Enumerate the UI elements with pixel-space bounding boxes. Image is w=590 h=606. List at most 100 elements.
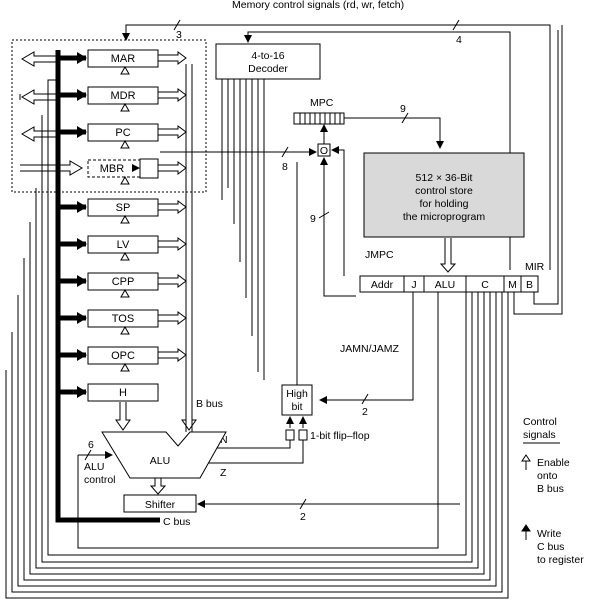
svg-text:MPC: MPC	[310, 97, 334, 109]
register-mdr: MDR	[60, 86, 187, 112]
svg-text:M: M	[508, 279, 517, 291]
control-marker-icon	[120, 214, 130, 224]
b-bus-output-arrow	[158, 274, 187, 288]
svg-text:control store: control store	[415, 185, 473, 197]
register-opc: OPC	[60, 346, 187, 372]
control-marker-icon	[120, 325, 130, 335]
svg-text:B bus: B bus	[537, 483, 564, 495]
control-marker-icon	[120, 102, 130, 112]
svg-text:9: 9	[310, 213, 316, 225]
svg-text:ALU: ALU	[435, 279, 455, 291]
svg-text:MAR: MAR	[111, 53, 136, 65]
svg-text:B: B	[526, 279, 533, 291]
control-marker-icon	[120, 362, 130, 372]
shifter: Shifter 2	[123, 494, 460, 523]
svg-text:1-bit flip–flop: 1-bit flip–flop	[310, 430, 370, 442]
svg-text:O: O	[320, 145, 328, 157]
c-bus-line	[55, 50, 160, 523]
b-bus-output-arrow	[158, 161, 187, 175]
register-sp: SP	[60, 198, 187, 224]
o-box: O 8 9	[160, 124, 356, 297]
svg-text:PC: PC	[115, 127, 130, 139]
mir-field-b: B	[520, 275, 539, 293]
svg-text:C: C	[481, 279, 489, 291]
svg-text:ALU: ALU	[150, 455, 170, 467]
b-bus-output-arrow	[158, 348, 187, 362]
svg-text:6: 6	[88, 439, 94, 451]
svg-text:ALU: ALU	[84, 461, 104, 473]
mpc-register: MPC 9	[293, 97, 444, 149]
flip-flops: 1-bit flip–flop N Z	[205, 429, 370, 479]
register-cpp: CPP	[60, 272, 187, 298]
c-bus-label: C bus	[163, 516, 190, 528]
mir-field-c: C	[465, 275, 505, 293]
svg-text:B bus: B bus	[196, 398, 223, 410]
register-mbr: MBR	[87, 158, 187, 185]
svg-text:Enable: Enable	[537, 457, 570, 469]
b-bus-output-arrow	[158, 125, 187, 139]
svg-text:MIR: MIR	[525, 261, 545, 273]
svg-text:TOS: TOS	[112, 313, 134, 325]
svg-text:for holding: for holding	[419, 198, 468, 210]
svg-text:2: 2	[300, 511, 306, 523]
svg-text:High: High	[286, 388, 308, 400]
svg-text:3: 3	[176, 29, 182, 41]
svg-text:MDR: MDR	[110, 90, 135, 102]
svg-text:SP: SP	[116, 202, 131, 214]
svg-text:the microprogram: the microprogram	[403, 211, 486, 223]
svg-text:LV: LV	[117, 239, 130, 251]
svg-text:Decoder: Decoder	[248, 63, 288, 75]
control-marker-icon	[120, 175, 130, 185]
memory-io-arrows	[19, 51, 83, 176]
control-marker-icon	[120, 251, 130, 261]
b-bus-output-arrow	[158, 51, 187, 65]
svg-text:JMPC: JMPC	[365, 249, 394, 261]
svg-text:4-to-16: 4-to-16	[251, 50, 284, 62]
write-c-bus-icon	[521, 524, 531, 540]
jam-width-tick	[361, 393, 369, 405]
jam-width-label: 2	[362, 406, 368, 418]
svg-text:4: 4	[456, 34, 462, 46]
svg-text:Write: Write	[537, 528, 561, 540]
enable-b-bus-icon	[521, 454, 531, 470]
register-tos: TOS	[60, 309, 187, 335]
b-bus-output-arrow	[158, 88, 187, 102]
svg-text:Z: Z	[220, 467, 227, 479]
svg-text:H: H	[119, 387, 127, 399]
svg-text:signals: signals	[523, 429, 556, 441]
mir-field-addr: Addr	[359, 275, 405, 293]
svg-text:MBR: MBR	[100, 163, 125, 175]
decoder: 4-to-16 Decoder	[215, 43, 321, 380]
svg-text:OPC: OPC	[111, 350, 135, 362]
mir-field-alu: ALU	[423, 275, 467, 293]
b-bus-output-arrow	[158, 311, 187, 325]
svg-text:onto: onto	[537, 470, 558, 482]
svg-text:9: 9	[400, 103, 406, 115]
svg-text:J: J	[411, 279, 416, 291]
svg-text:Control: Control	[523, 416, 557, 428]
svg-text:Shifter: Shifter	[145, 499, 176, 511]
memory-interface-box	[11, 39, 207, 193]
control-marker-icon	[120, 139, 130, 149]
svg-text:N: N	[220, 434, 228, 446]
alu: ALU 6 ALU control	[78, 402, 227, 495]
register-h: H	[60, 383, 159, 402]
mir-output-wires	[5, 25, 563, 599]
control-marker-icon	[120, 65, 130, 75]
svg-text:C bus: C bus	[537, 541, 564, 553]
svg-text:bit: bit	[291, 401, 302, 413]
b-bus-line: B bus	[185, 64, 223, 432]
high-bit: High bit	[281, 162, 313, 428]
svg-text:to register: to register	[537, 554, 584, 566]
register-pc: PC	[60, 123, 187, 149]
mir-field-j: J	[403, 275, 425, 293]
svg-text:control: control	[84, 474, 116, 486]
svg-text:512 × 36-Bit: 512 × 36-Bit	[416, 172, 473, 184]
control-marker-icon	[120, 288, 130, 298]
svg-text:CPP: CPP	[112, 276, 135, 288]
jamn-jamz-label: JAMN/JAMZ	[340, 343, 400, 355]
mir-field-m: M	[503, 275, 522, 293]
register-lv: LV	[60, 235, 187, 261]
